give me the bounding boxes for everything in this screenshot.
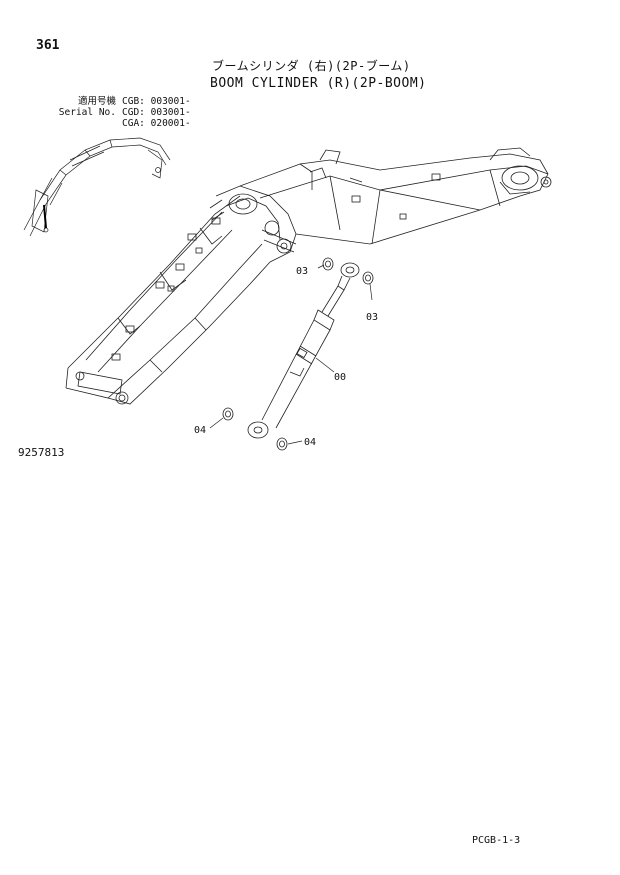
callout-03-left: 03 bbox=[296, 266, 308, 277]
serial-label: 適用号機 bbox=[77, 96, 116, 107]
serial-value: 003001- bbox=[150, 107, 191, 118]
serial-row: Serial No. CGD: 003001- bbox=[36, 107, 191, 118]
figure-number: 9257813 bbox=[18, 446, 65, 459]
seal-rings bbox=[222, 257, 374, 451]
serial-row: 適用号機 CGB: 003001- bbox=[36, 96, 191, 107]
serial-label: Serial No. bbox=[58, 107, 116, 118]
leader-lines bbox=[209, 264, 373, 445]
boom-cylinder-assembly bbox=[247, 262, 360, 439]
footer-page-code: PCGB-1-3 bbox=[472, 835, 521, 846]
serial-number-table: 適用号機 CGB: 003001- Serial No. CGD: 003001… bbox=[36, 96, 191, 129]
key-diagram bbox=[23, 137, 171, 237]
serial-value: 003001- bbox=[150, 96, 191, 107]
callout-03-right: 03 bbox=[366, 312, 378, 323]
callout-00: 00 bbox=[334, 372, 346, 383]
title-english: BOOM CYLINDER (R)(2P-BOOM) bbox=[210, 76, 427, 91]
callout-04-right: 04 bbox=[304, 437, 316, 448]
callout-04-left: 04 bbox=[194, 425, 206, 436]
title-japanese: ブームシリンダ (右)(2P-ブーム) bbox=[212, 59, 411, 73]
boom-structure bbox=[65, 147, 552, 405]
serial-model: CGA: bbox=[122, 118, 145, 129]
serial-value: 020001- bbox=[150, 118, 191, 129]
serial-model: CGD: bbox=[122, 107, 145, 118]
serial-row: CGA: 020001- bbox=[36, 118, 191, 129]
page-number: 361 bbox=[36, 38, 60, 53]
serial-model: CGB: bbox=[122, 96, 145, 107]
